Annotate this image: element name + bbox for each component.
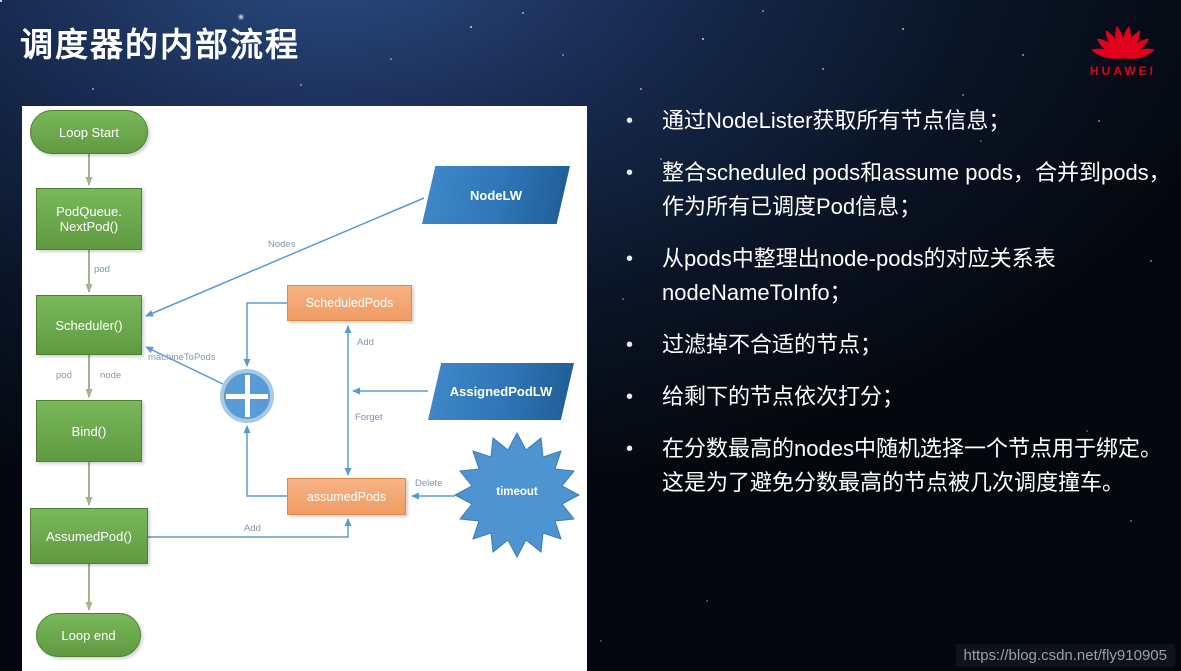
flow-node-timeout: timeout	[496, 486, 538, 498]
bullet-list: 通过NodeLister获取所有节点信息； 整合scheduled pods和a…	[612, 104, 1172, 518]
flow-node-assumedpods: assumedPods	[287, 478, 406, 515]
merge-cross-vertical	[244, 375, 250, 417]
edge-label-nodes: Nodes	[268, 239, 296, 250]
bullet-text: 给剩下的节点依次打分；	[662, 384, 905, 409]
bullet-text: 在分数最高的nodes中随机选择一个节点用于绑定。这是为了避免分数最高的节点被几…	[662, 436, 1162, 495]
edge-label-machinetopods: machineToPods	[148, 352, 216, 363]
flow-node-assumedpod: AssumedPod()	[30, 508, 148, 564]
page-title: 调度器的内部流程	[20, 26, 300, 63]
flow-node-assignedpodlw: AssignedPodLW	[428, 363, 574, 420]
flow-node-scheduler: Scheduler()	[36, 295, 142, 355]
flow-node-podqueue-nextpod: PodQueue. NextPod()	[36, 188, 142, 250]
flowchart-panel: Loop Start PodQueue. NextPod() Scheduler…	[22, 106, 587, 671]
edge-label-node: node	[100, 370, 122, 381]
timeout-starburst-shape	[453, 431, 581, 559]
bullet-item: 从pods中整理出node-pods的对应关系表nodeNameToInfo；	[612, 242, 1172, 310]
flow-node-bind: Bind()	[36, 400, 142, 462]
bullet-item: 给剩下的节点依次打分；	[612, 380, 1172, 414]
flow-node-loop-start: Loop Start	[30, 110, 148, 154]
flow-node-nodelw: NodeLW	[422, 166, 570, 224]
bullet-text: 通过NodeLister获取所有节点信息；	[662, 108, 1011, 133]
merge-junction-icon	[220, 369, 274, 423]
edge-label-add-assumed: Add	[244, 523, 261, 534]
flow-node-loop-end: Loop end	[36, 613, 141, 657]
bullet-item: 通过NodeLister获取所有节点信息；	[612, 104, 1172, 138]
edge-label-delete: Delete	[415, 478, 443, 489]
bullet-text: 过滤掉不合适的节点；	[662, 332, 883, 357]
watermark-url: https://blog.csdn.net/fly910905	[955, 644, 1175, 667]
huawei-wordmark: HUAWEI	[1090, 64, 1156, 78]
edge-label-pod-1: pod	[94, 264, 110, 275]
bullet-item: 过滤掉不合适的节点；	[612, 328, 1172, 362]
flow-node-scheduledpods: ScheduledPods	[287, 285, 412, 321]
edge-label-forget: Forget	[355, 412, 383, 423]
edge-label-pod-2: pod	[56, 370, 72, 381]
huawei-flower-icon	[1091, 26, 1155, 59]
bullet-item: 在分数最高的nodes中随机选择一个节点用于绑定。这是为了避免分数最高的节点被几…	[612, 432, 1172, 500]
bullet-item: 整合scheduled pods和assume pods，合并到pods，作为所…	[612, 156, 1172, 224]
huawei-logo: HUAWEI	[1081, 12, 1165, 78]
stars-decoration	[0, 0, 2, 2]
bullet-text: 整合scheduled pods和assume pods，合并到pods，作为所…	[662, 160, 1171, 219]
flowchart-edges	[85, 154, 581, 611]
edge-label-add-scheduled: Add	[357, 337, 374, 348]
bullet-text: 从pods中整理出node-pods的对应关系表nodeNameToInfo；	[662, 246, 1056, 305]
